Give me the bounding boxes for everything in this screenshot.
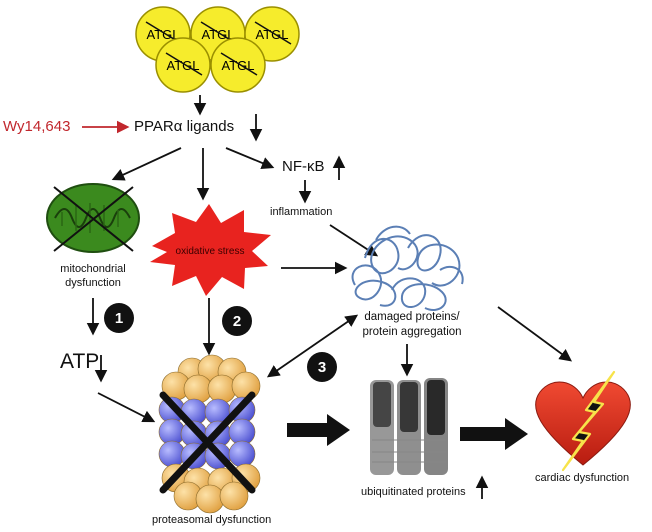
ppar-label: PPARα ligands [134, 118, 235, 135]
heart-icon [535, 370, 631, 472]
mitochondrion-icon [46, 183, 140, 253]
atgl-cluster: ATGL ATGL ATGL ATGL ATGL [135, 6, 300, 93]
mitochondrial-dysfunction-label: mitochondrial dysfunction [60, 263, 126, 289]
oxidative-stress-burst: oxidative stress [150, 204, 271, 296]
atp-label: ATP [60, 350, 100, 373]
nfkb-label: NF-κB [282, 158, 325, 175]
proteasome-icon [158, 354, 261, 514]
atgl-molecule-4: ATGL [155, 37, 211, 93]
protein-aggregate-icon [351, 225, 464, 311]
arrow-damaged-to-cardiac [497, 306, 573, 362]
proteasomal-dysfunction-label: proteasomal dysfunction [152, 514, 272, 526]
ubiquitin-blot-icon [370, 378, 448, 475]
thick-arrow-proteasome-to-ubiquitinated [287, 414, 350, 446]
agonist-label: Wy14,643 [3, 118, 71, 135]
thick-arrow-ubiquitinated-to-cardiac [460, 418, 528, 450]
arrow-ppar-to-mito [111, 147, 182, 181]
inflammation-label: inflammation [270, 206, 333, 218]
damaged-proteins-label: damaged proteins/ protein aggregation [362, 311, 462, 338]
arrow-proteasome-damaged-bidirectional [266, 314, 359, 378]
oxidative-stress-label: oxidative stress [176, 246, 245, 257]
atgl-molecule-5: ATGL [210, 37, 266, 93]
step-badge-2: 2 [222, 306, 252, 336]
step-badge-3: 3 [307, 352, 337, 382]
cardiac-dysfunction-label: cardiac dysfunction [535, 472, 630, 484]
ubiquitinated-proteins-label: ubiquitinated proteins [361, 486, 466, 498]
arrow-inflammation-to-damaged [329, 224, 379, 257]
arrow-ppar-to-nfkb [225, 147, 275, 169]
arrow-atp-to-proteasome [97, 392, 156, 423]
step-badge-1: 1 [104, 303, 134, 333]
